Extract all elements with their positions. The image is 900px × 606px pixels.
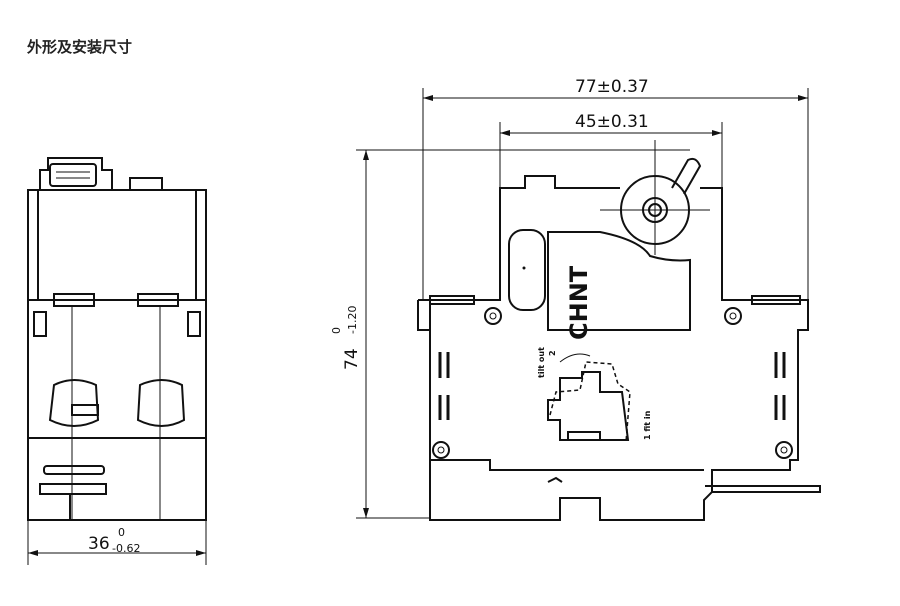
height-nominal: 74 — [342, 348, 362, 370]
front-width-upper-tol: 0 — [118, 526, 125, 539]
overall-width-dim: 77±0.37 — [575, 77, 649, 97]
height-lower-tol: -1.20 — [346, 306, 359, 334]
label-step-2: 2 — [548, 350, 557, 356]
label-tilt-out: tilt out — [537, 347, 546, 378]
side-view: CHNT tilt out 2 1 fit in 77±0.37 45±0.31… — [330, 77, 821, 521]
chnt-logo: CHNT — [565, 265, 593, 340]
height-upper-tol: 0 — [330, 327, 343, 334]
front-width-nominal: 36 — [88, 534, 110, 554]
rail-width-dim: 45±0.31 — [575, 112, 649, 132]
label-fit-in: 1 fit in — [643, 410, 652, 440]
front-view: 36 0 -0.62 — [27, 157, 207, 565]
section-title: 外形及安装尺寸 — [27, 38, 133, 56]
front-width-lower-tol: -0.62 — [112, 542, 140, 555]
